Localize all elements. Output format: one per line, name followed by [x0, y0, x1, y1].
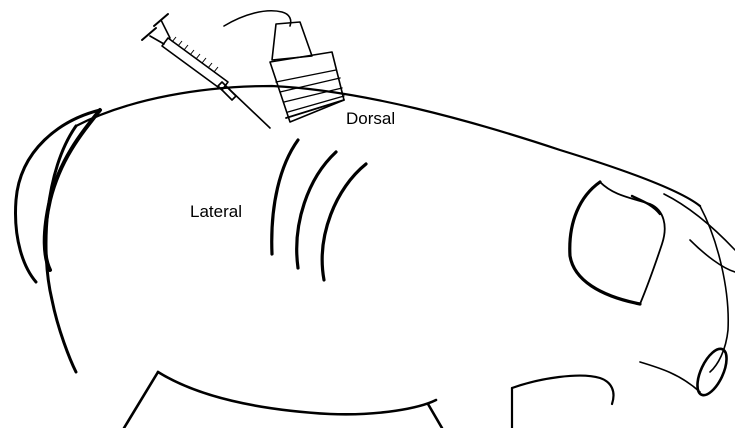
jaw-outline — [124, 372, 614, 428]
eye — [570, 182, 665, 304]
wave-arc-3 — [322, 164, 366, 280]
ultrasound-probe-icon — [224, 11, 344, 122]
ear — [16, 110, 100, 282]
nostril — [640, 345, 733, 400]
ultrasound-wave-icon — [272, 140, 366, 280]
head-outline — [46, 86, 735, 372]
syringe-icon — [142, 14, 270, 128]
label-dorsal: Dorsal — [346, 109, 395, 128]
label-lateral: Lateral — [190, 202, 242, 221]
wave-arc-1 — [272, 140, 298, 254]
wave-arc-2 — [297, 152, 336, 268]
